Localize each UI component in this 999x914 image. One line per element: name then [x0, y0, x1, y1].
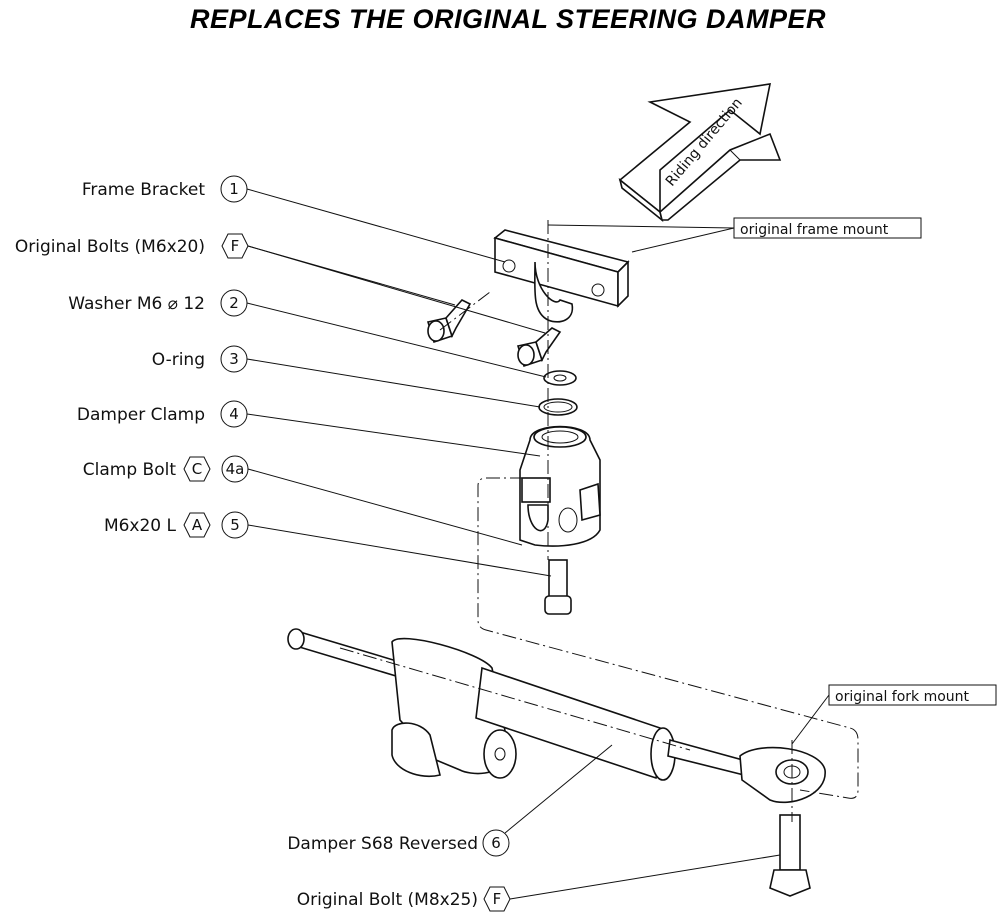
- svg-text:C: C: [192, 460, 202, 478]
- svg-text:5: 5: [230, 516, 240, 534]
- svg-text:6: 6: [491, 834, 501, 852]
- callout-original-bolts: Original Bolts (M6x20) F: [15, 233, 546, 334]
- damper-part: [287, 628, 826, 804]
- note-fork-mount: original fork mount: [791, 684, 997, 745]
- svg-text:Damper Clamp: Damper Clamp: [77, 405, 205, 425]
- callout-frame-bracket: Frame Bracket 1: [82, 175, 506, 263]
- svg-text:4: 4: [229, 405, 239, 423]
- callout-oring: O-ring 3: [152, 345, 541, 408]
- callout-m6x20l: M6x20 L A 5: [104, 511, 552, 577]
- svg-text:F: F: [231, 237, 240, 255]
- svg-text:Damper S68 Reversed: Damper S68 Reversed: [287, 834, 478, 854]
- m8x25-bolt-part: [769, 814, 811, 897]
- callout-damper: Damper S68 Reversed 6: [287, 744, 613, 857]
- svg-text:Washer M6 ⌀ 12: Washer M6 ⌀ 12: [68, 294, 205, 314]
- svg-text:F: F: [493, 890, 502, 908]
- svg-text:A: A: [192, 516, 203, 534]
- oring-part: [538, 398, 578, 416]
- svg-text:4a: 4a: [226, 460, 245, 478]
- callout-washer: Washer M6 ⌀ 12 2: [68, 289, 547, 378]
- callout-damper-clamp: Damper Clamp 4: [77, 400, 541, 457]
- svg-text:2: 2: [229, 294, 239, 312]
- page-title: REPLACES THE ORIGINAL STEERING DAMPER: [190, 4, 827, 34]
- svg-text:original fork mount: original fork mount: [835, 689, 970, 705]
- washer-part: [543, 370, 577, 386]
- svg-text:Frame Bracket: Frame Bracket: [82, 180, 205, 200]
- callout-original-bolt-m8: Original Bolt (M8x25) F: [297, 854, 781, 912]
- callout-clamp-bolt: Clamp Bolt C 4a: [83, 455, 523, 546]
- svg-text:Original Bolts (M6x20): Original Bolts (M6x20): [15, 237, 205, 257]
- svg-text:Clamp Bolt: Clamp Bolt: [83, 460, 177, 480]
- note-frame-mount: original frame mount: [547, 217, 922, 253]
- center-lines: [339, 220, 859, 822]
- svg-text:1: 1: [229, 180, 239, 198]
- svg-text:Original Bolt (M8x25): Original Bolt (M8x25): [297, 890, 478, 910]
- riding-direction-arrow: Riding direction: [618, 83, 782, 223]
- svg-text:M6x20 L: M6x20 L: [104, 516, 177, 536]
- damper-clamp-part: [519, 425, 601, 547]
- frame-bracket-part: [493, 229, 630, 323]
- m6x20-bolt-part: [544, 559, 572, 615]
- svg-text:O-ring: O-ring: [152, 350, 205, 370]
- svg-text:original frame mount: original frame mount: [740, 222, 889, 238]
- svg-text:3: 3: [229, 350, 239, 368]
